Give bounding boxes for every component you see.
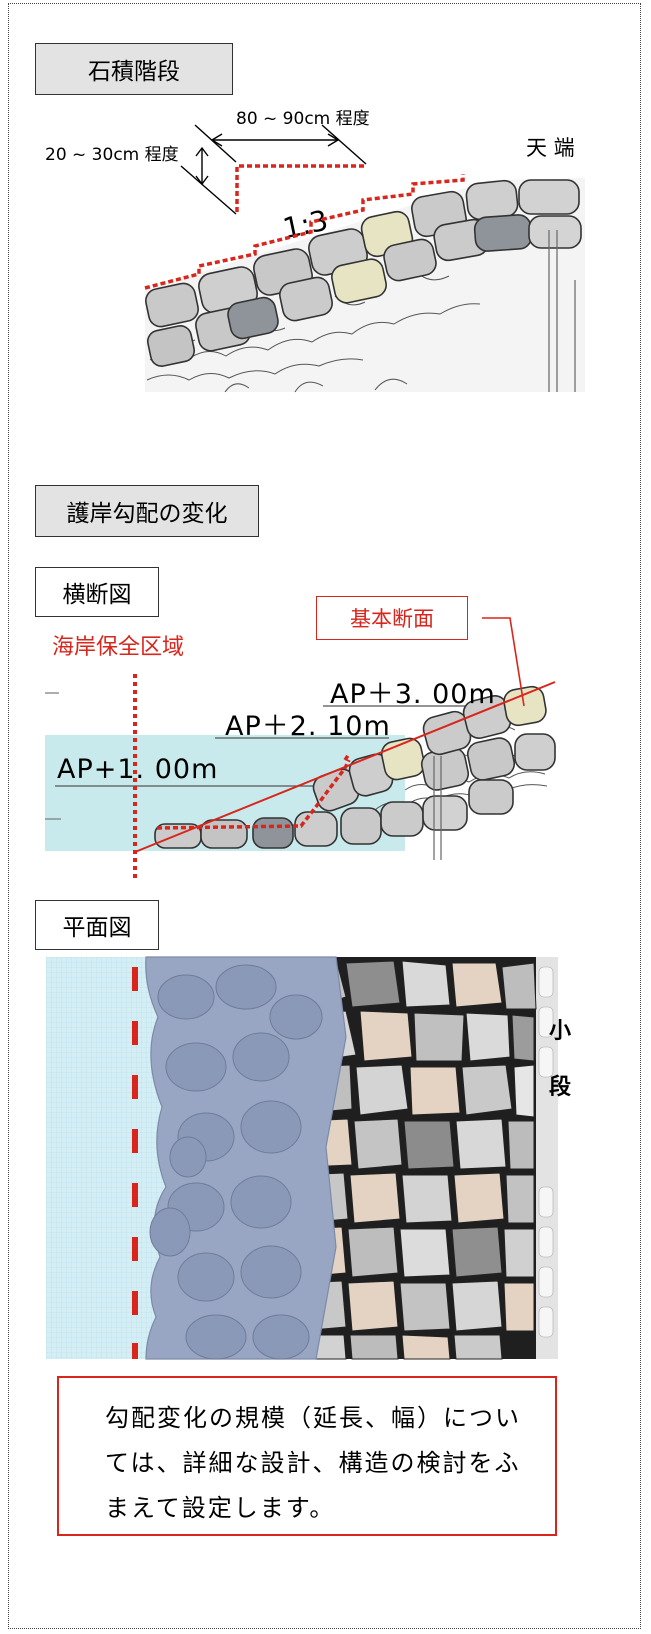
plan-side-label-1: 小 bbox=[549, 1019, 572, 1044]
plan-view-tab: 平面図 bbox=[35, 900, 159, 950]
level-ap-300: AP＋3. 00m bbox=[330, 679, 496, 710]
stair-width-label: 80 ~ 90cm 程度 bbox=[236, 109, 370, 129]
level-ap-210: AP＋2. 10m bbox=[225, 711, 391, 742]
plan-side-label-2: 段 bbox=[549, 1075, 572, 1100]
cross-section-tab: 横断図 bbox=[35, 567, 159, 617]
stair-dimension-arrows bbox=[180, 124, 367, 215]
gradient-change-title: 護岸勾配の変化 bbox=[35, 485, 259, 537]
cross-section-illustration bbox=[45, 674, 556, 880]
level-ap-100: AP+1. 00m bbox=[57, 754, 219, 785]
stair-height-label: 20 ~ 30cm 程度 bbox=[45, 145, 179, 165]
page-frame bbox=[8, 3, 641, 1629]
crest-label: 天 端 bbox=[526, 136, 575, 160]
plan-view-illustration bbox=[46, 956, 558, 1360]
basic-section-label: 基本断面 bbox=[316, 596, 468, 640]
stone-stairs-illustration bbox=[144, 174, 585, 393]
basic-section-leader bbox=[482, 617, 525, 707]
coastal-zone-label: 海岸保全区域 bbox=[52, 635, 185, 660]
note-text: 勾配変化の規模（延長、幅）については、詳細な設計、構造の検討をふまえて設定します… bbox=[105, 1404, 521, 1522]
stone-stairs-title: 石積階段 bbox=[35, 43, 233, 95]
note-box: 勾配変化の規模（延長、幅）については、詳細な設計、構造の検討をふまえて設定します… bbox=[57, 1376, 557, 1536]
